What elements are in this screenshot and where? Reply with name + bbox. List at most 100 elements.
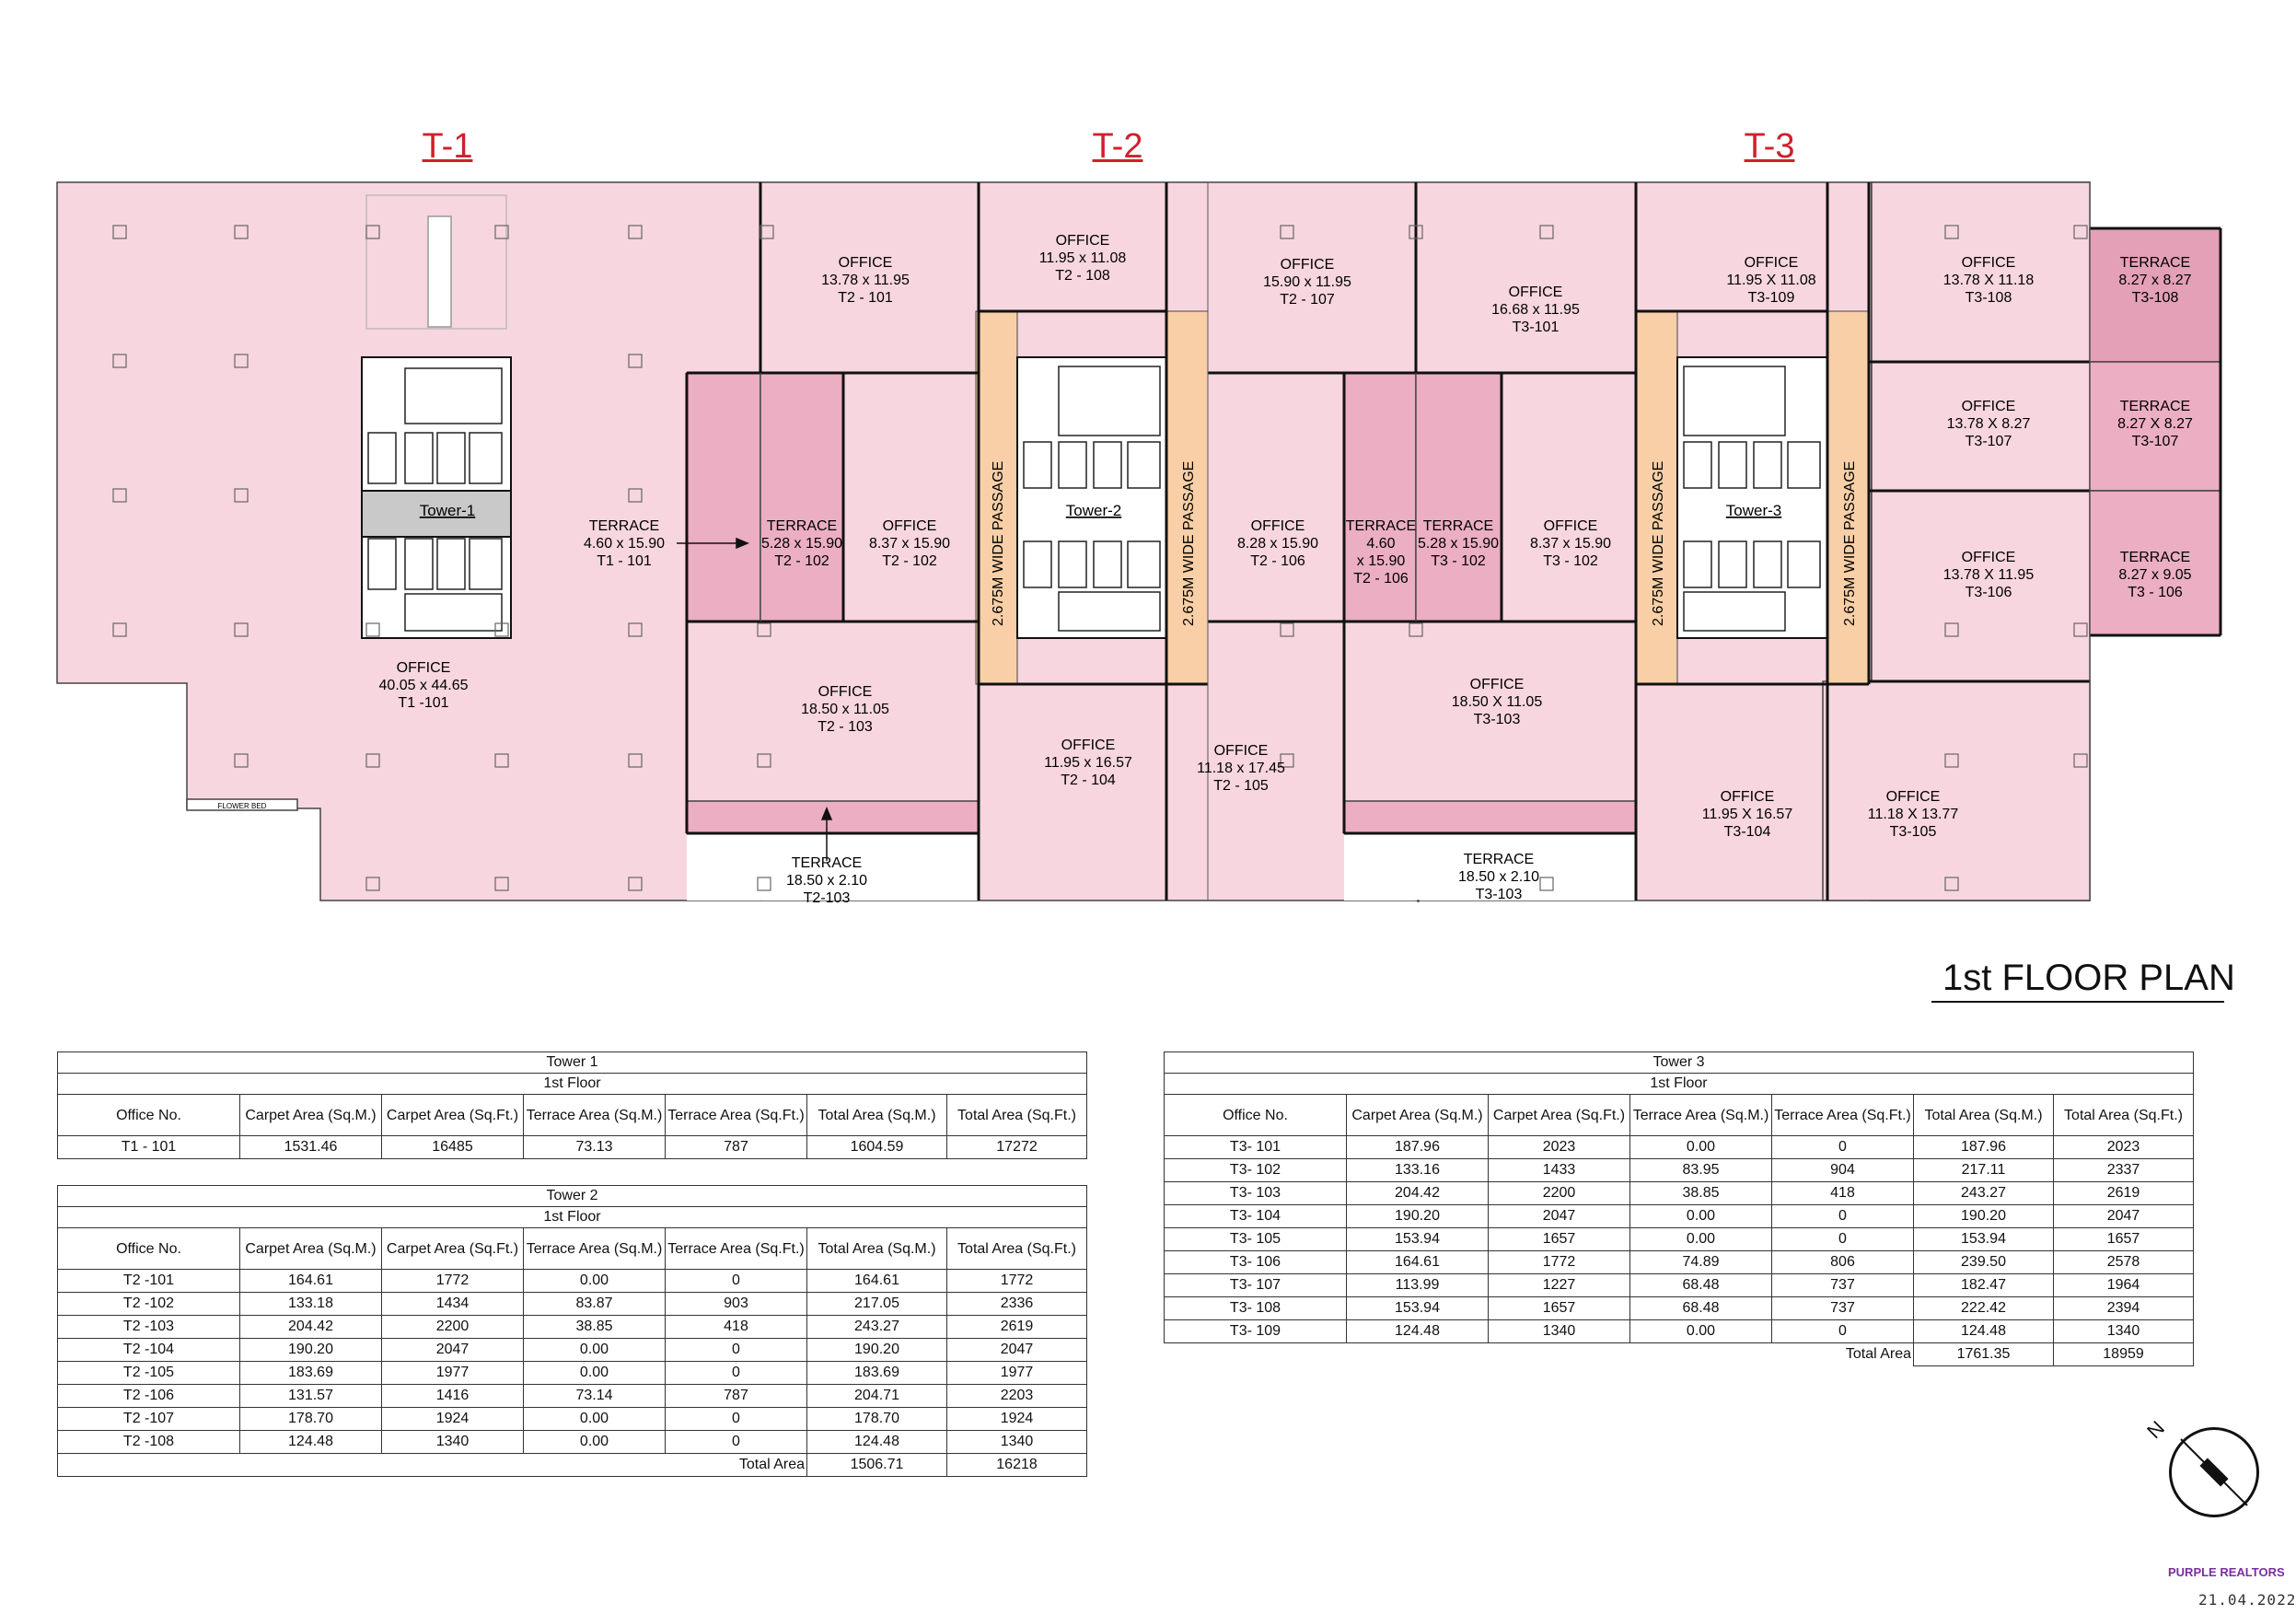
t2-west-passage-label: 2.675M WIDE PASSAGE	[991, 461, 1006, 626]
table-cell: 1531.46	[239, 1135, 382, 1159]
col-office-no: Office No.	[57, 1094, 240, 1136]
tower-2-total-sqft: 16218	[945, 1453, 1088, 1477]
t3-103-terrace-area	[1343, 800, 1637, 834]
table-cell: 1340	[2052, 1319, 2195, 1343]
table-cell: 178.70	[806, 1407, 947, 1431]
table-cell: 182.47	[1913, 1273, 2054, 1297]
table-cell: 737	[1771, 1296, 1914, 1320]
table-cell: T3- 108	[1164, 1296, 1347, 1320]
table-cell: T2 -101	[57, 1269, 240, 1293]
table-cell: T2 -103	[57, 1315, 240, 1339]
t3-west-passage	[1635, 310, 1678, 685]
tower-2-table-title: Tower 2	[56, 1185, 1088, 1207]
table-cell: 1924	[945, 1407, 1088, 1431]
column-marker	[112, 354, 127, 368]
table-cell: 133.16	[1346, 1158, 1489, 1182]
table-cell: 239.50	[1913, 1250, 2054, 1274]
column-marker	[1539, 877, 1554, 891]
table-cell: 153.94	[1346, 1227, 1489, 1251]
table-cell: 0	[665, 1269, 807, 1293]
col-total-sqft: Total Area (Sq.Ft.)	[945, 1094, 1088, 1136]
col-total-sqm: Total Area (Sq.M.)	[806, 1094, 947, 1136]
table-cell: 178.70	[239, 1407, 382, 1431]
table-cell: 38.85	[1629, 1181, 1772, 1205]
table-cell: 0.00	[523, 1407, 666, 1431]
table-cell: 83.87	[523, 1292, 666, 1316]
t3-east-passage	[1826, 310, 1870, 685]
col-office-no: Office No.	[57, 1227, 240, 1270]
table-cell: 190.20	[239, 1338, 382, 1362]
table-cell: T2 -105	[57, 1361, 240, 1385]
column-marker	[1944, 225, 1959, 239]
table-cell: 1977	[381, 1361, 524, 1385]
compass-north-label: N	[2142, 1416, 2170, 1444]
col-total-sqm: Total Area (Sq.M.)	[1913, 1094, 2054, 1136]
table-cell: 190.20	[1346, 1204, 1489, 1228]
t1-terrace-area	[686, 372, 761, 622]
table-cell: 74.89	[1629, 1250, 1772, 1274]
tower-2-total-label: Total Area	[57, 1453, 807, 1477]
table-cell: T3- 101	[1164, 1135, 1347, 1159]
column-marker	[760, 225, 774, 239]
table-cell: 2619	[2052, 1181, 2195, 1205]
table-cell: 1924	[381, 1407, 524, 1431]
table-cell: 1604.59	[806, 1135, 947, 1159]
column-marker	[628, 225, 643, 239]
column-marker	[1280, 225, 1294, 239]
table-cell: 131.57	[239, 1384, 382, 1408]
t3-102-terrace-area	[1415, 372, 1502, 622]
column-marker	[234, 622, 249, 637]
col-total-sqft: Total Area (Sq.Ft.)	[945, 1227, 1088, 1270]
table-cell: 73.14	[523, 1384, 666, 1408]
column-marker	[2073, 753, 2088, 768]
table-cell: 1340	[381, 1430, 524, 1454]
table-cell: 0.00	[523, 1338, 666, 1362]
table-cell: 164.61	[806, 1269, 947, 1293]
table-cell: 0	[665, 1338, 807, 1362]
table-cell: 1340	[945, 1430, 1088, 1454]
table-cell: 204.42	[239, 1315, 382, 1339]
column-marker	[1280, 622, 1294, 637]
column-marker	[757, 622, 771, 637]
tower-1-table-title: Tower 1	[56, 1051, 1088, 1074]
table-cell: 0	[665, 1361, 807, 1385]
table-cell: 0.00	[1629, 1319, 1772, 1343]
table-cell: 73.13	[523, 1135, 666, 1159]
t2-102-terrace-area	[760, 372, 844, 622]
tower-2-core-label: Tower-2	[1066, 502, 1121, 519]
column-marker	[365, 622, 380, 637]
column-marker	[628, 622, 643, 637]
table-cell: 124.48	[1346, 1319, 1489, 1343]
table-cell: 0.00	[1629, 1204, 1772, 1228]
column-marker	[112, 488, 127, 503]
table-cell: 0.00	[1629, 1135, 1772, 1159]
col-office-no: Office No.	[1164, 1094, 1347, 1136]
table-cell: 0.00	[523, 1269, 666, 1293]
t3-107-terrace-area	[2089, 361, 2221, 492]
table-cell: 2337	[2052, 1158, 2195, 1182]
tower-3-area-table: Tower 3 1st Floor Office No. Carpet Area…	[1163, 1051, 2195, 1366]
col-terrace-sqm: Terrace Area (Sq.M.)	[523, 1094, 666, 1136]
table-cell: 0	[665, 1430, 807, 1454]
t3-core	[1676, 356, 1828, 639]
column-marker	[494, 877, 509, 891]
table-cell: T3- 109	[1164, 1319, 1347, 1343]
col-terrace-sqft: Terrace Area (Sq.Ft.)	[665, 1227, 807, 1270]
